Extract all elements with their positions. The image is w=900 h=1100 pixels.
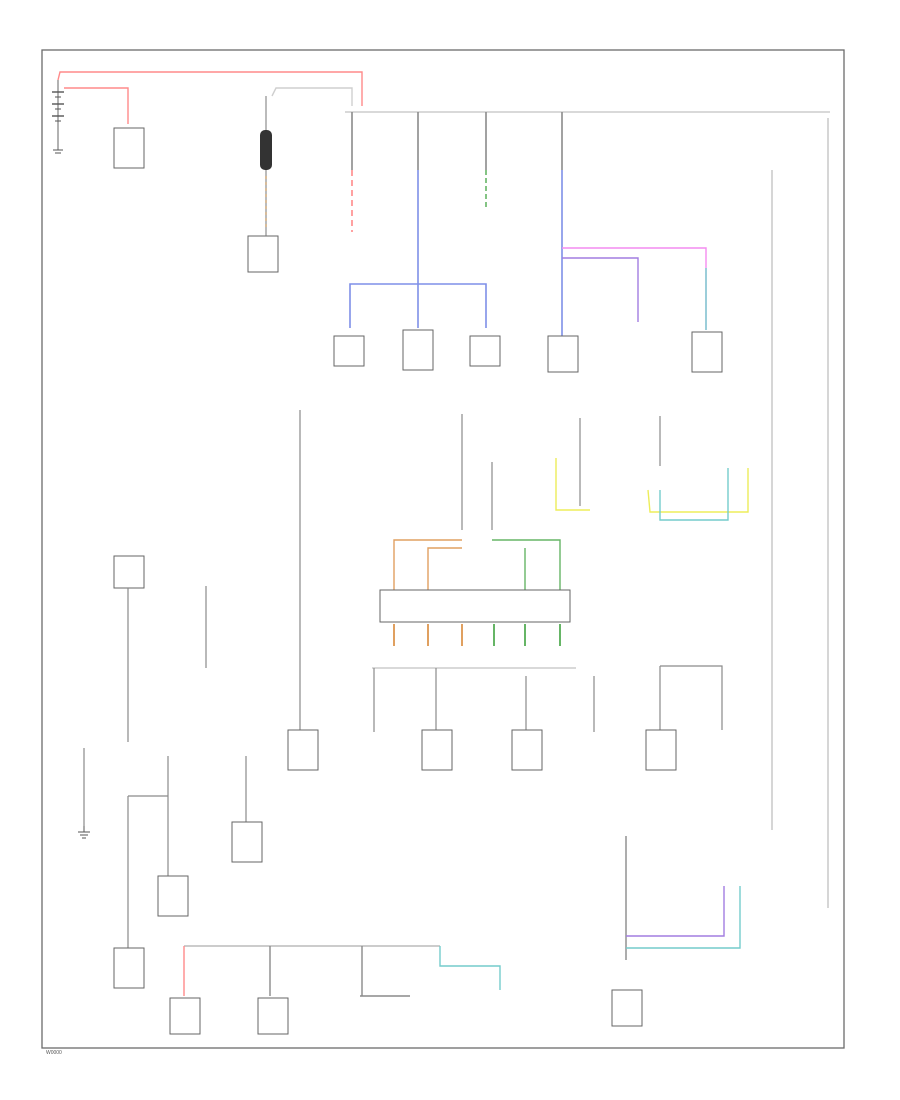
component-left-4	[113, 947, 145, 989]
yellow-teal-loop	[555, 458, 749, 521]
battery-red-feed-wire	[57, 71, 363, 124]
top-fuse-drops	[351, 112, 563, 336]
component-bottom-2	[257, 997, 289, 1035]
component-mid-2	[421, 729, 453, 771]
component-mid-1	[287, 729, 319, 771]
middle-feed-wires	[299, 410, 661, 732]
component-top-2	[402, 329, 434, 371]
ground-icon	[78, 826, 90, 839]
blue-bus-junction	[349, 283, 487, 328]
component-bottom-1	[169, 997, 201, 1035]
junction-block	[379, 589, 571, 623]
bottom-right-wires	[625, 836, 741, 960]
fuse-relay-box-boundary	[345, 111, 830, 908]
component-top-1	[333, 335, 365, 367]
component-top-3	[469, 335, 501, 367]
page-code: W0000	[46, 1050, 62, 1056]
lower-row-feeds	[373, 665, 723, 732]
component-left-2	[231, 821, 263, 863]
diagram-frame	[41, 49, 845, 1049]
fusible-link-icon	[260, 96, 272, 236]
battery-icon	[52, 80, 64, 154]
component-top-5	[691, 331, 723, 373]
component-left-1	[113, 555, 145, 589]
pink-violet-branch	[562, 247, 707, 330]
component-mid-3	[511, 729, 543, 771]
left-feed-wires	[83, 586, 247, 948]
component-top-4	[547, 335, 579, 373]
starter-solenoid-component	[113, 127, 145, 169]
bottom-bus-wires	[183, 945, 501, 997]
junction-block-outputs	[393, 624, 561, 646]
generator-component	[247, 235, 279, 273]
component-mid-4	[645, 729, 677, 771]
component-bottom-right	[611, 989, 643, 1027]
component-left-3	[157, 875, 189, 917]
orange-green-distribution	[393, 539, 561, 590]
